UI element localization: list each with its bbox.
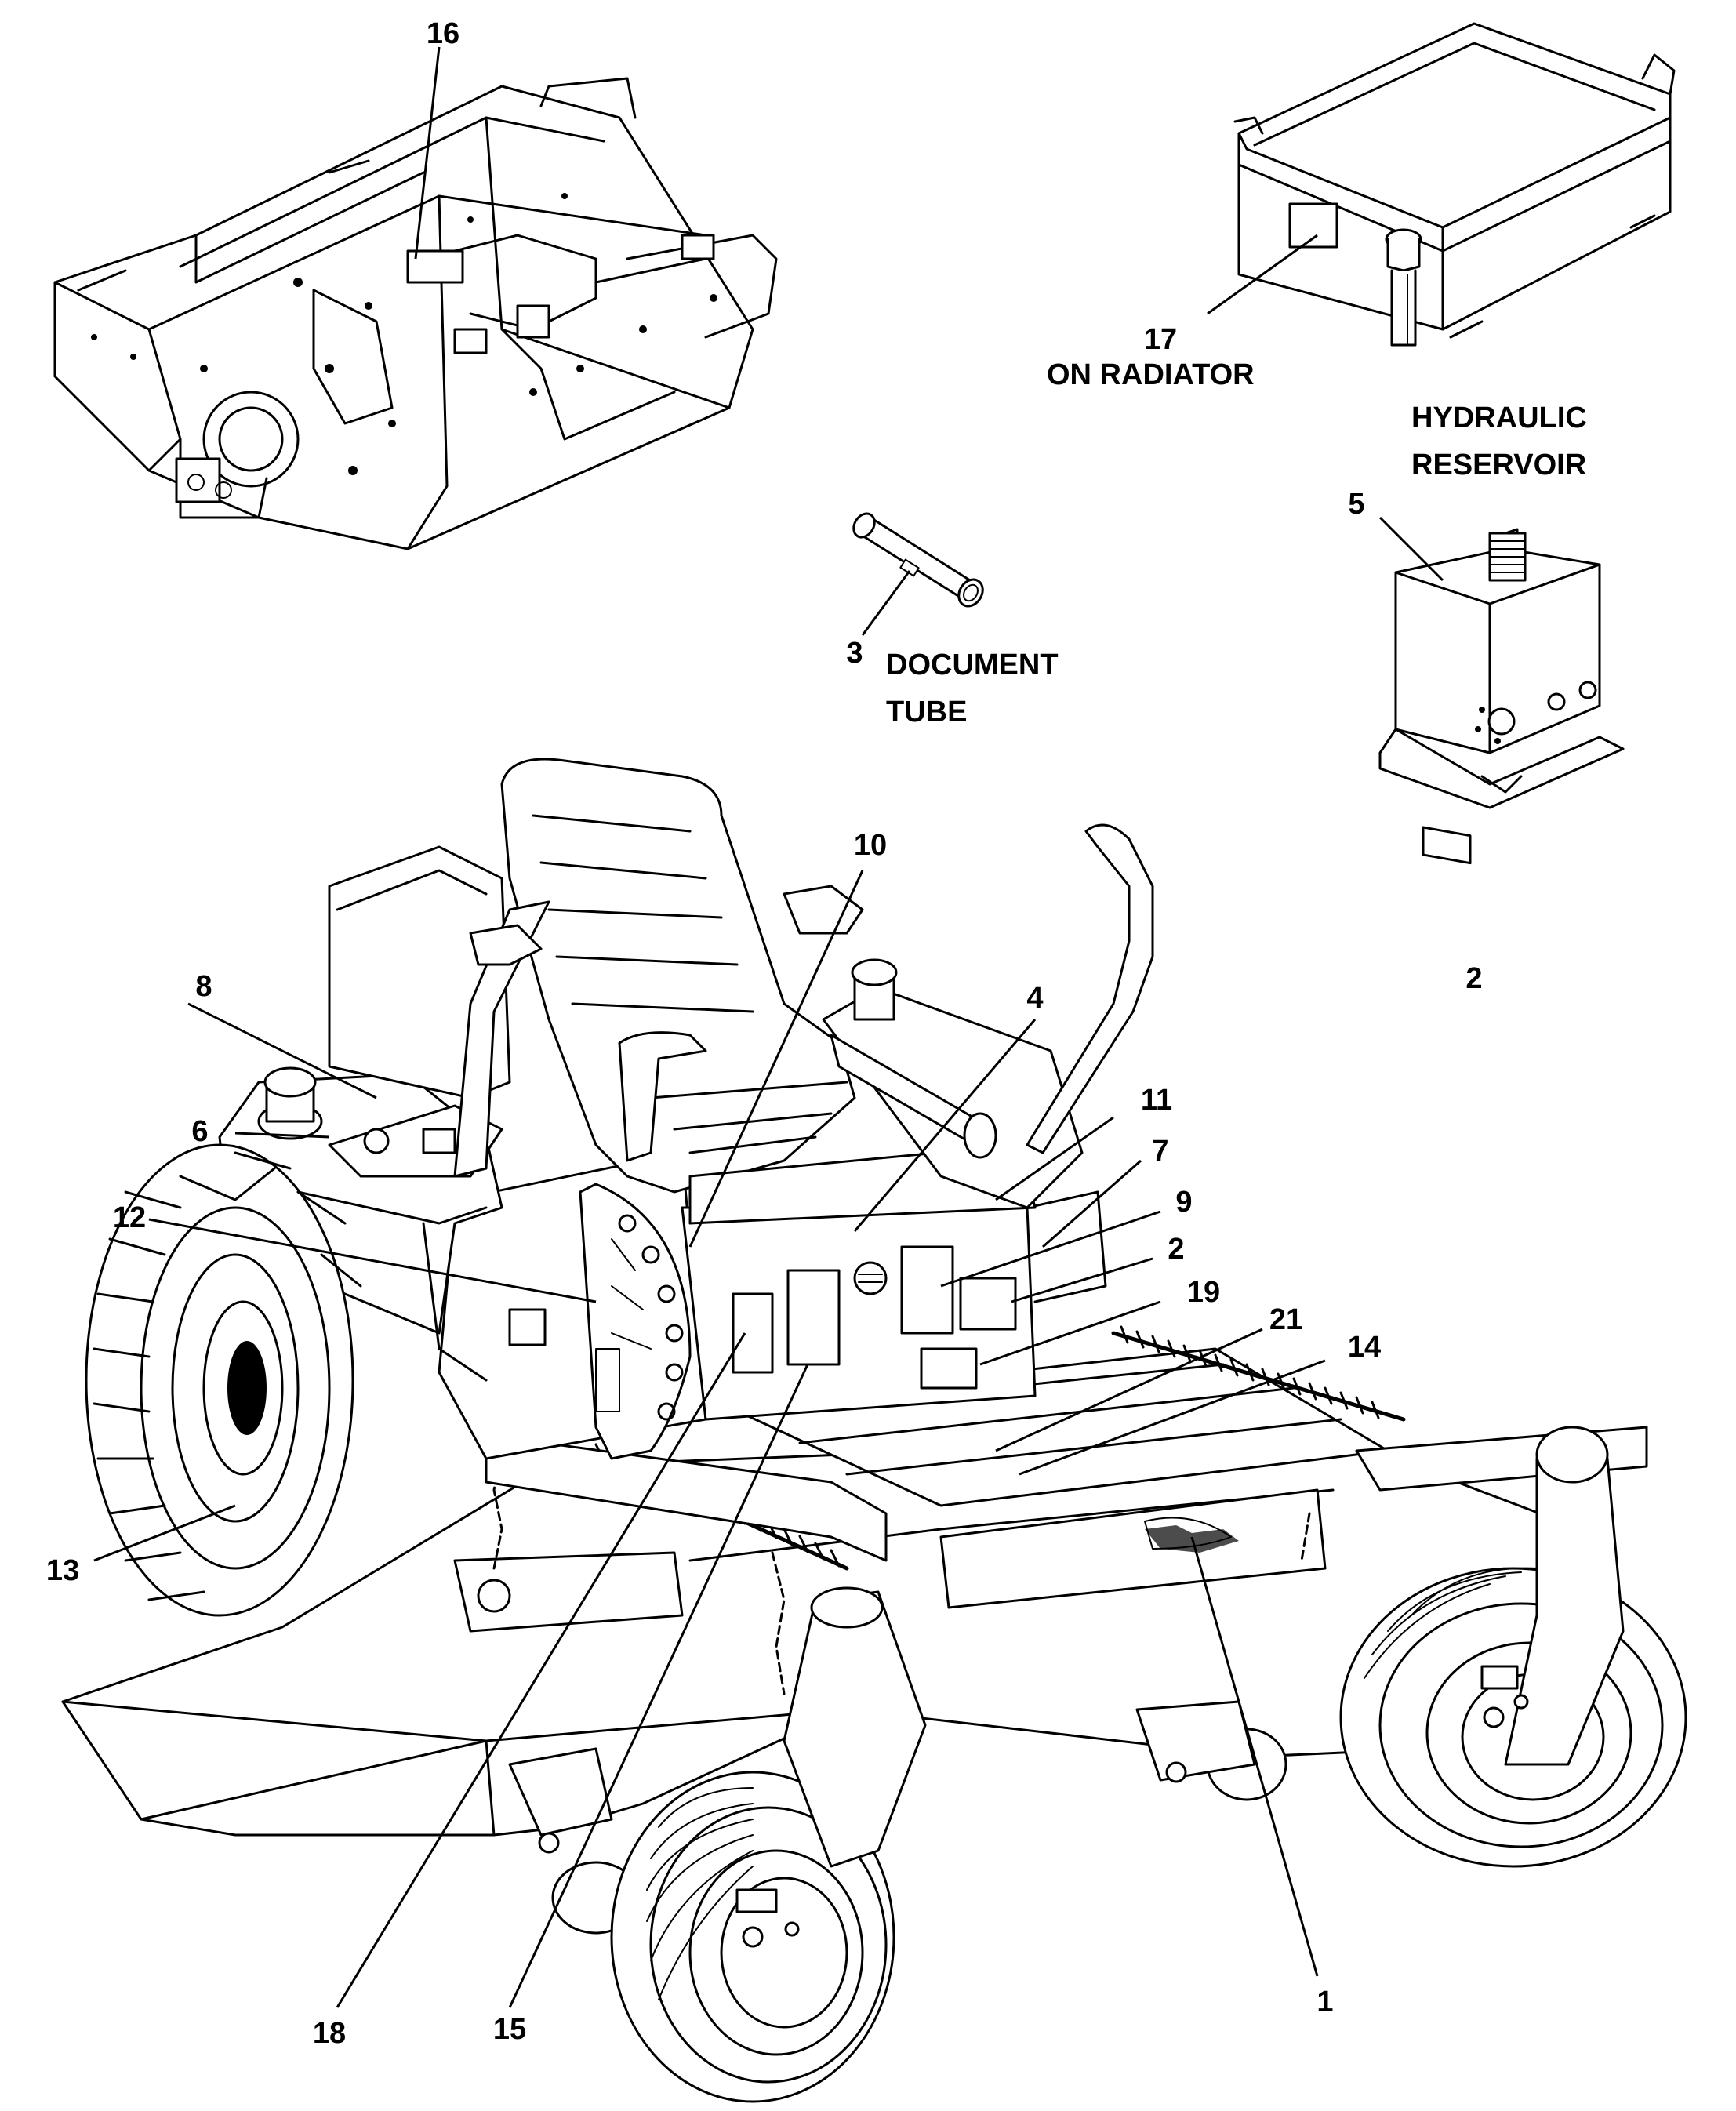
frame-assembly-illustration [53,77,778,550]
right-caster-wheel [1135,1700,1287,1801]
leader-lines [93,46,1444,2008]
callout-9: 9 [1175,1186,1192,1219]
callout-17: 17 [1144,323,1177,356]
callout-21: 21 [1269,1303,1302,1336]
callout-14: 14 [1348,1331,1381,1364]
caption-tube: TUBE [886,696,967,728]
callout-13: 13 [46,1554,79,1587]
radiator-illustration [1233,22,1676,347]
callout-11: 11 [1141,1084,1172,1117]
document-tube-illustration [852,512,984,608]
caption-document: DOCUMENT [886,649,1059,681]
mower-illustration [61,758,1687,2103]
decal-box-19 [920,1347,978,1390]
decal-box-18 [732,1292,774,1374]
callout-10: 10 [854,829,887,862]
captions: ON RADIATOR HYDRAULIC RESERVOIR DOCUMENT… [886,358,1587,728]
decal-box-9 [900,1245,954,1335]
caption-hydraulic: HYDRAULIC [1411,401,1587,434]
decal-box-15 [786,1269,841,1366]
hydraulic-reservoir-illustration [1378,528,1625,865]
callout-2-console: 2 [1168,1233,1184,1266]
left-caster-wheel [508,1747,641,1935]
callout-18: 18 [313,2017,346,2050]
callout-7: 7 [1152,1135,1168,1168]
callout-5: 5 [1348,488,1364,521]
front-left-caster-tire [610,1586,927,2103]
left-rear-tire [85,1143,362,1617]
caption-reservoir: RESERVOIR [1411,449,1586,481]
callout-15: 15 [493,2013,526,2046]
callout-16: 16 [427,17,459,50]
seat [500,758,856,1194]
front-right-caster-tire [1339,1426,1687,1868]
callout-6: 6 [191,1115,208,1148]
decal-box-2 [959,1277,1017,1331]
callout-4: 4 [1026,982,1043,1015]
callout-labels: 16 17 5 3 10 4 2 8 6 11 7 9 12 2 19 21 1… [46,17,1483,2050]
callout-3: 3 [846,637,863,670]
callout-8: 8 [195,970,212,1003]
callout-1: 1 [1317,1986,1333,2018]
callout-12: 12 [113,1201,146,1234]
right-spring [1111,1325,1406,1422]
callout-19: 19 [1187,1276,1220,1309]
callout-2-right: 2 [1465,962,1482,995]
caption-on-radiator: ON RADIATOR [1047,358,1255,391]
